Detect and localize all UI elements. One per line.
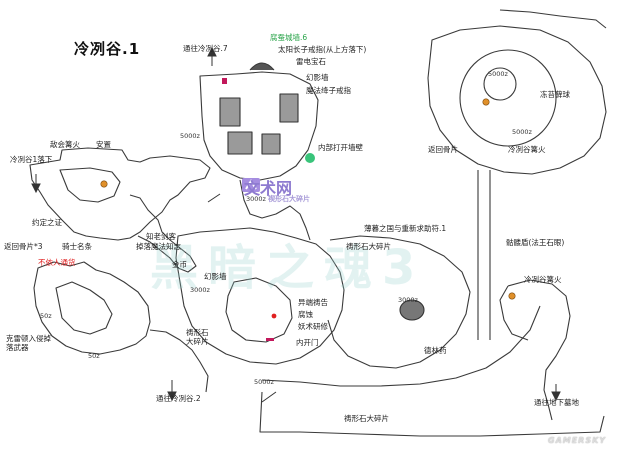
label-money-5000-c: 5000z [488, 70, 508, 78]
map-wall-right-mid [327, 235, 471, 369]
item-icon-green [305, 153, 315, 163]
label-money-50-b: 50z [88, 352, 100, 360]
bonfire-icon-left [100, 180, 108, 188]
label-huanying-qiang: 幻影墙 [306, 73, 329, 82]
label-money-3000-c: 3000z [398, 296, 418, 304]
label-anying-gou: 敌会篝火 [50, 140, 80, 149]
map-room-gray-2 [279, 93, 299, 123]
map-wall-left [29, 147, 211, 241]
label-money-5000-b: 5000z [254, 378, 274, 386]
map-room-gray-1 [219, 97, 241, 127]
map-ring-inner [483, 67, 517, 101]
bonfire-icon-right-top [482, 98, 490, 106]
label-qishi-mingyuan: 骑士名条 [62, 242, 92, 251]
map-wall-center-lower-inner [225, 277, 293, 343]
label-leidian-baoshi: 雷电宝石 [296, 57, 326, 66]
map-corridor-bottom-2 [259, 391, 605, 437]
watermark-sub: 禊形石大碎片 [268, 195, 310, 203]
map-wall-lower-left-inner [55, 281, 113, 335]
label-yaoshu: 妖术研修 [298, 322, 328, 331]
door-icon-2 [266, 338, 274, 341]
label-jinglong-dun: 骷髅盾(法王石眼) [506, 238, 565, 247]
label-mofa-jiangzi: 魔法绛子戒指 [306, 86, 351, 95]
label-neibu-kaiqi: 内部打开墙壁 [318, 143, 363, 152]
label-money-5000-d: 5000z [512, 128, 532, 136]
label-bofu-zhizheng: 薄暮之国与重新求助符.1 [364, 224, 447, 233]
bonfire-icon-right-low [508, 292, 516, 300]
map-room-gray-4 [261, 133, 281, 155]
label-yaoxing-shi-3: 祷形石大碎片 [344, 414, 389, 423]
map-wall-center-lower [175, 227, 345, 365]
map-corridor-left [129, 194, 197, 273]
label-yaoxing-shi-2: 祷形石大碎片 [346, 242, 391, 251]
item-icon-red [271, 313, 277, 319]
label-xuyuan-shipian: 祷形石大碎片 [186, 328, 209, 346]
label-huanying-qiang-2: 幻影墙 [204, 272, 227, 281]
label-yiyu-zhezhu: 异端祷告 [298, 298, 328, 307]
map-room-gray-3 [227, 131, 253, 155]
label-to-lengliegu-7: 通往冷冽谷.7 [183, 44, 228, 53]
label-fuzhe: 腐蚀 [298, 310, 313, 319]
watermark-big: 黑暗之魂3 [150, 240, 426, 296]
label-lengliegu-xiaxia: 冷冽谷1落下 [10, 155, 53, 164]
map-wall-right-low-2 [499, 285, 529, 341]
label-money-50-a: 50z [40, 312, 52, 320]
label-marker: 腐蚕城墙.6 [270, 33, 308, 42]
map-ring-outer [459, 49, 557, 147]
label-lengliegu-gouhuo: 冷冽谷篝火 [508, 145, 546, 154]
label-buluo-mofa: 掉落魔法知志 [136, 242, 181, 251]
label-chenmian-ren: 德林药 [424, 346, 447, 355]
label-zhilao-jianke: 知老剑客 [146, 232, 176, 241]
label-lengliegu-gouhuo-2: 冷冽谷篝火 [524, 275, 562, 284]
label-anquan: 安置 [96, 140, 111, 149]
map-wall-right-round [427, 25, 607, 175]
arrow-center-1 [207, 193, 221, 203]
map-wall-lower-left [33, 261, 151, 355]
label-to-lengliegu-2: 通往冷冽谷.2 [156, 394, 201, 403]
map-wall-left-inner [59, 167, 121, 203]
label-money-3000-b: 3000z [190, 286, 210, 294]
label-to-dixia-mudi: 通往地下墓地 [534, 398, 579, 407]
map-pit-3000 [399, 299, 425, 321]
label-money-5000-a: 5000z [180, 132, 200, 140]
label-buqin-tihuo: 不依人通货 [38, 258, 76, 267]
label-xiangjing-shuibao: 冻苔藓球 [540, 90, 570, 99]
label-yueding-zhizheng: 约定之证 [32, 218, 62, 227]
map-corridor-bottom [261, 305, 541, 387]
map-corridor-right-top [499, 9, 607, 29]
watermark-logo-icon [242, 178, 260, 192]
map-column-right [477, 170, 491, 340]
label-neikai-men: 内开门 [296, 338, 319, 347]
label-money-3000-a: 3000z [246, 195, 266, 203]
label-taiyangzhangzi: 太阳长子戒指(从上方落下) [278, 45, 367, 54]
label-jinbi: 金币 [172, 260, 187, 269]
map-title: 冷冽谷.1 [74, 40, 141, 58]
label-fanhui-shipian: 返回骨片 [428, 145, 458, 154]
watermark-logo: 文术网 [244, 179, 293, 198]
label-touxi-chuanzhe: 克雷顿入侵掉落武器 [6, 334, 51, 352]
door-icon-1 [222, 78, 227, 84]
map-tower-dome [249, 62, 275, 71]
map-corridor-bottom-left [149, 329, 209, 393]
map-wall-right-low [507, 279, 571, 421]
label-fanhui-shipian-3: 返回骨片*3 [4, 242, 43, 251]
map-tower-center [199, 71, 319, 181]
site-watermark: GAMERSKY [548, 436, 607, 445]
map-corridor-center [239, 179, 311, 241]
arrow-center-2 [261, 391, 277, 403]
